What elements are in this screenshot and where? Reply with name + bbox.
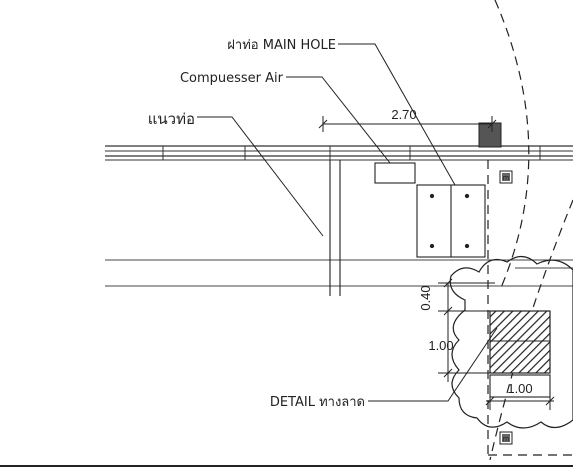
revision-cloud <box>449 255 573 429</box>
label-pipe-line: แนวท่อ <box>148 110 195 128</box>
label-detail-ramp: DETAIL ทางลาด <box>270 395 365 410</box>
main-hole-cabinet <box>416 184 486 258</box>
compressor-box <box>374 162 416 184</box>
marker-lower: m <box>499 431 513 445</box>
label-compressor-air: Compuesser Air <box>180 71 284 86</box>
dimension-vertical-offset-label: 0.40 <box>418 285 433 310</box>
marker-upper: m <box>499 170 513 184</box>
vertical-posts <box>329 160 341 296</box>
ramp-detail <box>489 310 551 398</box>
dimension-top-span-label: 2.70 <box>391 107 416 122</box>
wall-band <box>105 145 573 161</box>
svg-text:m: m <box>503 174 510 182</box>
dimension-ramp-height-label: 1.00 <box>428 338 453 353</box>
dimension-top-span <box>318 116 497 132</box>
dimension-vertical-chain <box>438 278 495 382</box>
leader-lines <box>197 43 498 402</box>
dimension-ramp-width <box>485 395 555 410</box>
label-main-hole: ฝาท่อ MAIN HOLE <box>227 38 336 53</box>
dark-post <box>478 122 502 148</box>
svg-text:m: m <box>503 435 510 443</box>
dimension-ramp-width-label: 1.00 <box>507 381 532 396</box>
